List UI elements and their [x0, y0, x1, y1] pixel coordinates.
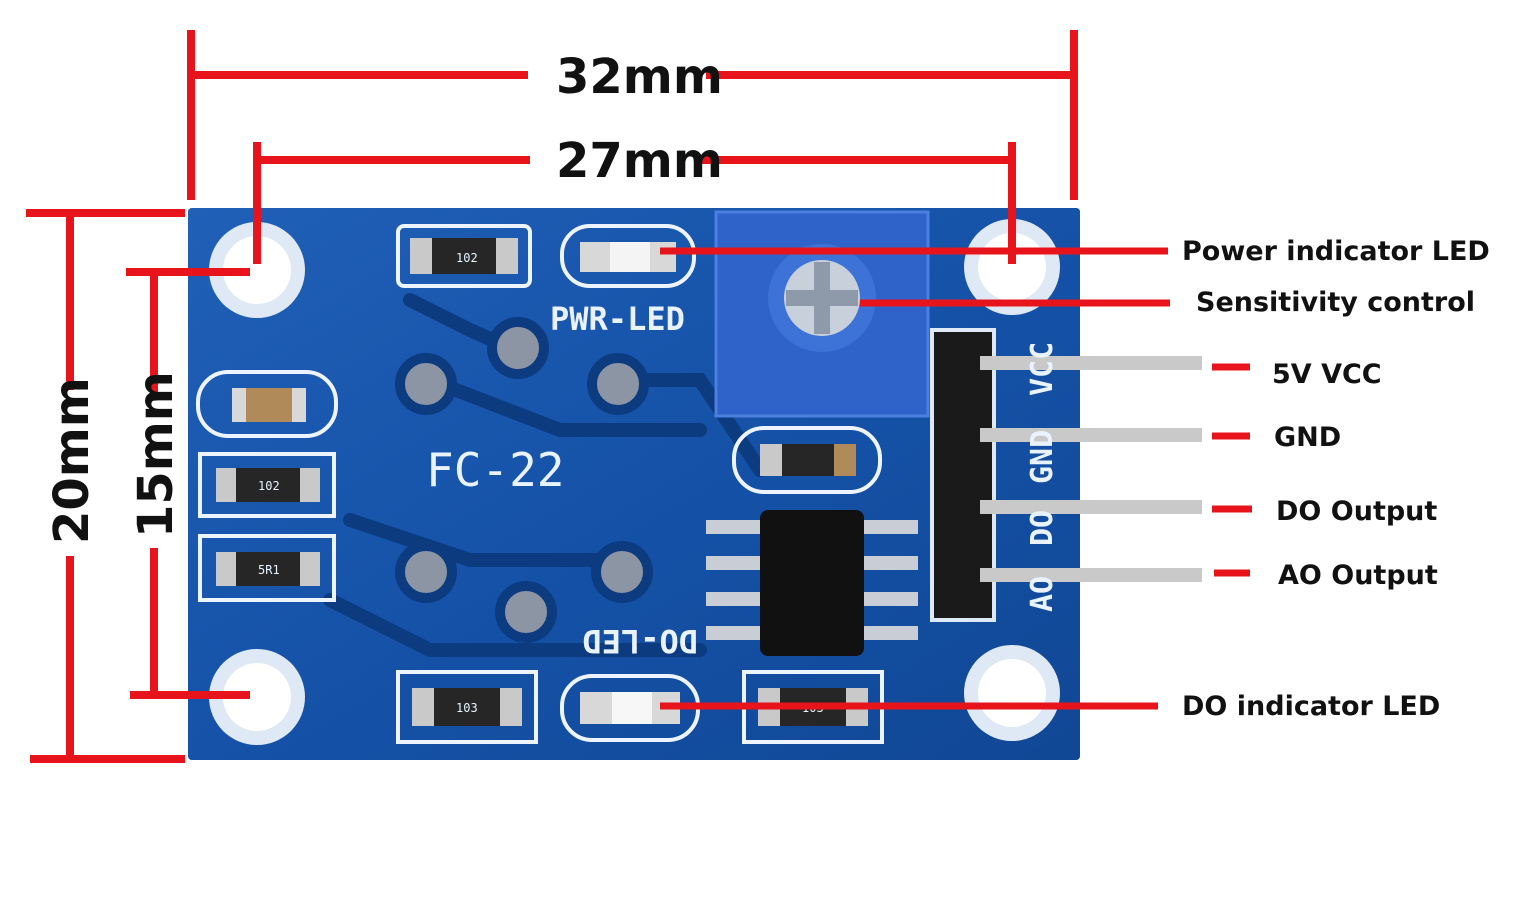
pin-header [930, 328, 1202, 622]
sensor-pads [395, 317, 653, 643]
pwr-led-label: PWR-LED [550, 300, 685, 338]
resistor-bottom-left [396, 670, 538, 744]
dim-32mm-label: 32mm [556, 49, 723, 105]
resistor-top [396, 224, 532, 288]
power-led [560, 224, 696, 288]
dim-15mm-label: 15mm [128, 371, 184, 538]
resistor-left-1 [198, 452, 336, 518]
model-label: FC-22 [426, 443, 564, 497]
do-led-label: DO-LED [582, 622, 698, 660]
pin-vcc [980, 356, 1202, 370]
pin-labels: VCC GND DO AO [1025, 342, 1060, 612]
diode-middle [732, 426, 882, 494]
callout-labels: Power indicator LED Sensitivity control … [1182, 236, 1490, 722]
pin-ao [980, 568, 1202, 582]
pin-label-vcc: VCC [1025, 342, 1060, 396]
callout-do-led: DO indicator LED [1182, 691, 1440, 722]
mounting-holes [209, 219, 1060, 745]
callout-vcc: 5V VCC [1272, 359, 1382, 390]
callout-power-led: Power indicator LED [1182, 236, 1490, 267]
pcb-board: VCC GND DO AO [188, 208, 1202, 760]
callout-do-output: DO Output [1276, 496, 1437, 527]
potentiometer [714, 210, 930, 418]
capacitor-left [196, 370, 338, 438]
dim-20mm-label: 20mm [44, 377, 100, 544]
dimension-lines [26, 30, 1078, 763]
dimension-labels: 32mm 27mm 20mm 15mm [44, 49, 723, 544]
ic-chip [706, 510, 918, 656]
smd-components: 102 102 5R1 [196, 224, 884, 744]
pin-label-ao: AO [1025, 576, 1060, 612]
pin-do [980, 500, 1202, 514]
callout-gnd: GND [1274, 422, 1341, 453]
pin-gnd [980, 428, 1202, 442]
resistor-code-1: 102 [456, 251, 478, 265]
resistor-code-2: 102 [258, 479, 280, 493]
callout-sensitivity: Sensitivity control [1196, 287, 1475, 318]
dim-27mm-label: 27mm [556, 133, 723, 189]
pin-label-gnd: GND [1025, 430, 1060, 484]
resistor-code-3: 5R1 [258, 563, 280, 577]
resistor-code-4: 103 [456, 701, 478, 715]
resistor-left-2 [198, 534, 336, 602]
callout-ao-output: AO Output [1278, 560, 1438, 591]
pin-label-do: DO [1025, 510, 1060, 546]
callout-lines [660, 247, 1252, 710]
